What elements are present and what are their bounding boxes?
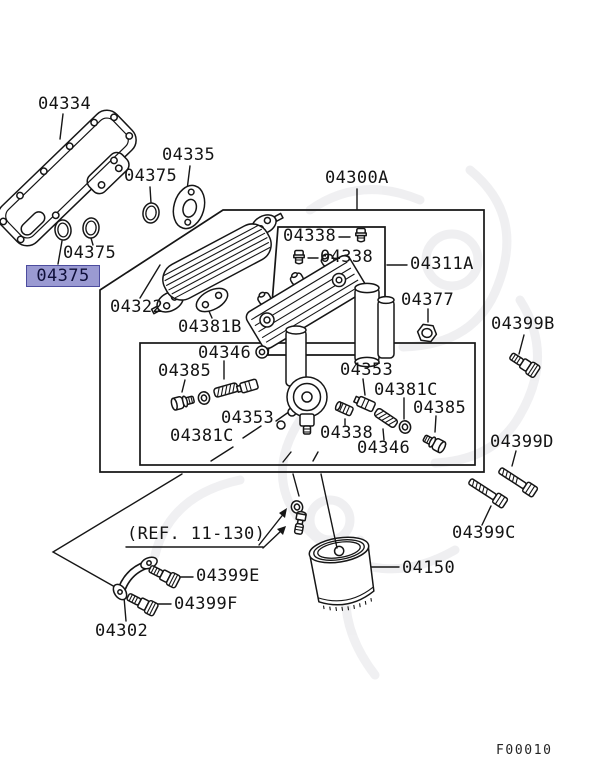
bolt-drawing-04399E — [146, 561, 182, 590]
part-label-04381C-left[interactable]: 04381C — [170, 426, 234, 446]
bolt-drawing-04399C — [466, 475, 509, 510]
figure-code: F00010 — [496, 743, 553, 758]
part-label-04338-1[interactable]: 04338 — [283, 226, 337, 246]
outer-assembly-box — [99, 209, 485, 473]
part-label-04381C-right[interactable]: 04381C — [374, 380, 438, 400]
part-label-04302[interactable]: 04302 — [95, 621, 149, 641]
part-label-04377[interactable]: 04377 — [401, 290, 455, 310]
valve-drawing-left — [235, 378, 260, 395]
oil-filter-drawing — [308, 536, 375, 612]
part-label-04150[interactable]: 04150 — [402, 558, 456, 578]
relief-plug-drawing-left — [169, 392, 196, 412]
spring-drawing-left — [212, 381, 240, 399]
oring-drawing-2 — [53, 218, 73, 242]
part-label-04399B[interactable]: 04399B — [491, 314, 555, 334]
plug-drawing-04338-left — [293, 249, 305, 265]
cooler-gasket-drawing — [195, 287, 229, 313]
valve-drawing-right — [352, 393, 377, 413]
part-label-04346-right[interactable]: 04346 — [357, 438, 411, 458]
plug-drawing-04338-top — [355, 227, 367, 243]
bolt-drawing-04399D — [496, 464, 539, 499]
part-label-04399E[interactable]: 04399E — [196, 566, 260, 586]
bolt-drawing-04399F — [124, 589, 160, 618]
valve-parts-sub-box — [139, 342, 476, 466]
part-label-04375-selected[interactable]: 04375 — [26, 265, 100, 287]
filter-bracket-drawing — [245, 253, 395, 435]
spring-drawing-right — [372, 406, 400, 430]
filter-leader-line — [320, 473, 338, 549]
part-label-04353-right[interactable]: 04353 — [340, 360, 394, 380]
part-label-04338-2[interactable]: 04338 — [320, 247, 374, 267]
part-label-04334[interactable]: 04334 — [38, 94, 92, 114]
oil-pipe-drawing — [112, 556, 158, 601]
part-label-04399D[interactable]: 04399D — [490, 432, 554, 452]
relief-plug-drawing-right — [420, 431, 448, 455]
part-label-04375-top[interactable]: 04375 — [124, 166, 178, 186]
part-label-04300A[interactable]: 04300A — [325, 168, 389, 188]
part-label-04399C[interactable]: 04399C — [452, 523, 516, 543]
part-label-04375-mid[interactable]: 04375 — [63, 243, 117, 263]
part-label-04335[interactable]: 04335 — [162, 145, 216, 165]
ref-note: (REF. 11-130) — [127, 524, 266, 544]
plug-drawing-04338-right — [333, 400, 355, 417]
part-label-04399F[interactable]: 04399F — [174, 594, 238, 614]
part-label-04311A[interactable]: 04311A — [410, 254, 474, 274]
part-label-04338-3[interactable]: 04338 — [320, 423, 374, 443]
washer-drawing-right — [397, 419, 413, 435]
oring-drawing-3 — [81, 216, 101, 240]
part-label-04346-left[interactable]: 04346 — [198, 343, 252, 363]
part-label-04381B[interactable]: 04381B — [178, 317, 242, 337]
part-label-04385-right[interactable]: 04385 — [413, 398, 467, 418]
adapter-flange-drawing — [172, 184, 206, 230]
oil-cooler-drawing — [150, 212, 284, 315]
case-gasket-drawing — [0, 109, 137, 247]
part-label-04322[interactable]: 04322 — [110, 297, 164, 317]
oring-drawing-1 — [140, 201, 162, 225]
part-label-04353-left[interactable]: 04353 — [221, 408, 275, 428]
part-label-04385-left[interactable]: 04385 — [158, 361, 212, 381]
washer-drawing-left — [196, 390, 212, 406]
